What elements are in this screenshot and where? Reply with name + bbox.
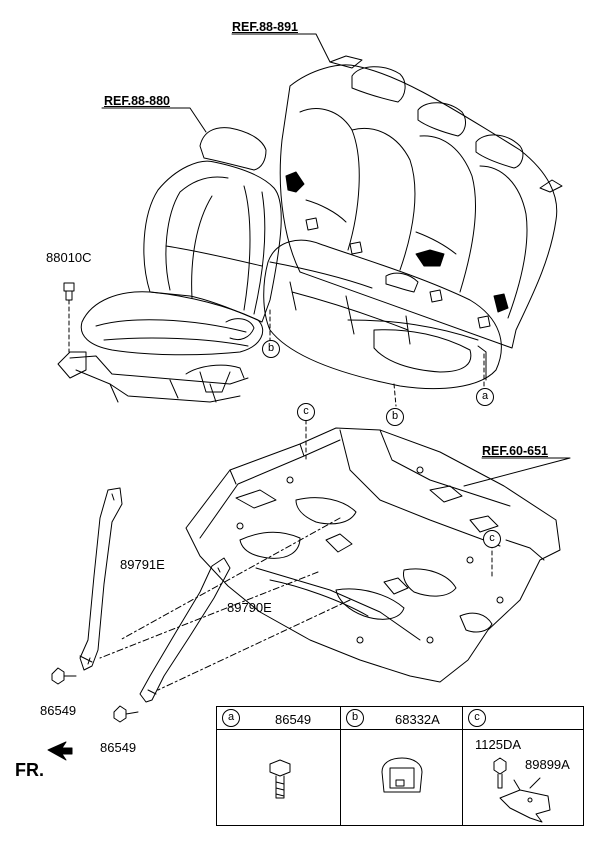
legend-bolt-86549-icon (269, 759, 291, 799)
bolt-88010c-icon (63, 282, 75, 301)
rear-seat-illustration (263, 55, 563, 390)
part-label-88010c: 88010C (46, 250, 92, 265)
callout-a: a (476, 388, 494, 406)
part-label-89791e: 89791E (120, 557, 165, 572)
legend-bracket-89899a-icon (499, 777, 551, 823)
front-direction-arrow-icon (47, 741, 73, 761)
parts-legend-table: a 86549 b 68332A c 1125DA 89899A (216, 706, 584, 826)
legend-column-c: c 1125DA 89899A (463, 707, 583, 825)
callout-c-floor-left: c (297, 403, 315, 421)
part-label-86549-right: 86549 (100, 740, 137, 755)
legend-clip-68332a-icon (381, 757, 423, 793)
legend-letter-b: b (346, 709, 364, 727)
legend-part-c-1: 1125DA (475, 737, 522, 752)
front-seat-illustration (57, 127, 282, 403)
legend-letter-c: c (468, 709, 486, 727)
legend-letter-a: a (222, 709, 240, 727)
legend-bolt-1125da-icon (493, 757, 507, 789)
bracket-89790e-illustration (139, 557, 231, 703)
ref-rear-seat-label[interactable]: REF.88-891 (232, 20, 299, 34)
ref-floor-panel-label[interactable]: REF.60-651 (482, 444, 549, 458)
legend-part-a: 86549 (275, 712, 312, 727)
legend-column-a: a 86549 (217, 707, 341, 825)
part-label-89790e: 89790E (227, 600, 272, 615)
callout-b-seat-center: b (386, 408, 404, 426)
legend-column-b: b 68332A (341, 707, 463, 825)
floor-panel-illustration (185, 427, 561, 683)
front-direction-label: FR. (15, 760, 44, 780)
bolt-86549-right-icon (113, 705, 139, 723)
callout-b-seat-left: b (262, 340, 280, 358)
legend-part-c-2: 89899A (525, 757, 570, 772)
callout-c-floor-right: c (483, 530, 501, 548)
bolt-86549-left-icon (51, 667, 77, 685)
part-label-86549-left: 86549 (40, 703, 77, 718)
ref-front-seat-label[interactable]: REF.88-880 (104, 94, 171, 108)
legend-part-b: 68332A (395, 712, 440, 727)
bracket-89791e-illustration (79, 487, 123, 671)
